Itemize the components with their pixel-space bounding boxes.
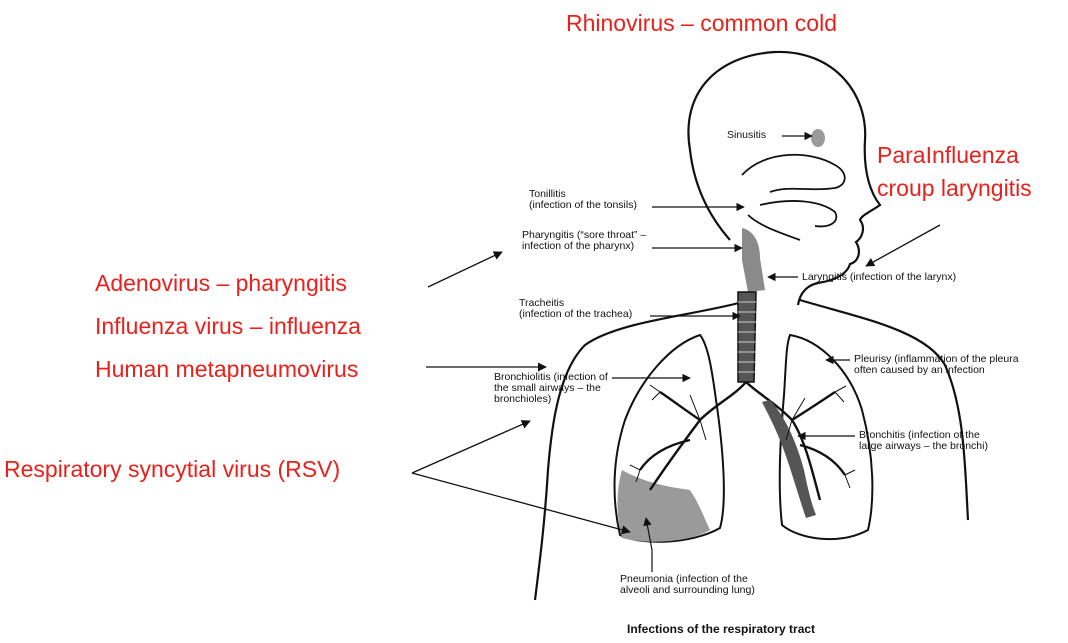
sinus-shading [811,129,825,147]
shoulder-right [800,300,968,520]
label-tracheitis-line2: (infection of the trachea) [519,309,632,320]
label-pharyngitis: Pharyngitis (“sore throat” – infection o… [522,230,646,252]
label-laryngitis: Laryngitis (infection of the larynx) [802,272,956,283]
label-pneumonia-line2: alveoli and surrounding lung) [620,585,755,596]
nasal-cavity [742,155,845,240]
label-pharyngitis-line2: infection of the pharynx) [522,241,646,252]
label-tracheitis: Tracheitis (infection of the trachea) [519,298,632,320]
label-pleurisy: Pleurisy (inflammation of the pleura oft… [854,354,1019,376]
label-pleurisy-line2: often caused by an infection [854,365,1019,376]
label-bronchitis-line2: large airways – the bronchi) [859,441,988,452]
pharynx-shading [742,228,765,292]
body-outline [535,52,880,600]
label-tonsillitis-line2: (infection of the tonsils) [529,200,637,211]
figure-caption: Infections of the respiratory tract [627,622,815,636]
virus-label-adenovirus: Adenovirus – pharyngitis [95,272,347,295]
label-pneumonia: Pneumonia (infection of the alveoli and … [620,574,755,596]
virus-label-rsv: Respiratory syncytial virus (RSV) [4,458,340,481]
virus-label-parainfluenza-disease: croup laryngitis [877,177,1032,200]
label-sinusitis: Sinusitis [727,130,766,141]
virus-label-influenza: Influenza virus – influenza [95,315,361,338]
virus-label-hmpv: Human metapneumovirus [95,358,358,381]
virus-label-rhinovirus: Rhinovirus – common cold [566,12,837,35]
label-bronchitis: Bronchitis (infection of the large airwa… [859,430,988,452]
label-bronchiolitis: Bronchiolitis (infection of the small ai… [494,372,608,405]
label-bronchiolitis-line3: bronchioles) [494,394,608,405]
bronchi [640,382,845,500]
virus-label-parainfluenza: ParaInfluenza [877,144,1019,167]
trachea [738,292,756,382]
left-lung-lower-shading [618,470,711,542]
label-tonsillitis: Tonillitis (infection of the tonsils) [529,189,637,211]
